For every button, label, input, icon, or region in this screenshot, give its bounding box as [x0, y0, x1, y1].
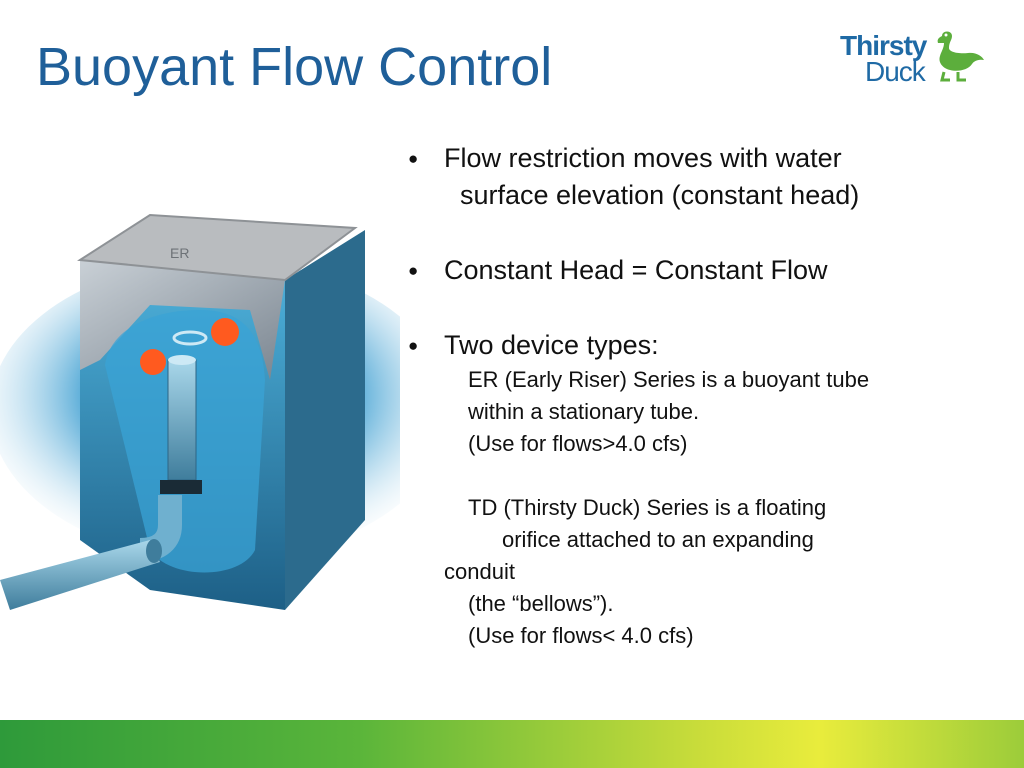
catch-basin-svg: ER [0, 213, 450, 610]
bullet-text: Two device types: [444, 330, 659, 360]
sub-text: conduit [444, 559, 515, 584]
sub-text: within a stationary tube. [468, 399, 700, 424]
bullet-text: Constant Head = Constant Flow [444, 255, 828, 285]
sub-item-er: ER (Early Riser) Series is a buoyant tub… [404, 364, 1004, 460]
bullet-item: ● Constant Head = Constant Flow [404, 252, 1004, 289]
sub-text: ER (Early Riser) Series is a buoyant tub… [468, 367, 870, 392]
footer-gradient-bar [0, 720, 1024, 768]
bullet-item: ● Flow restriction moves with water surf… [404, 140, 1004, 214]
bullet-text: Flow restriction moves with water [444, 143, 842, 173]
bullet-dot-icon: ● [408, 261, 419, 280]
sub-item-td: TD (Thirsty Duck) Series is a floating [404, 492, 1004, 524]
slide-content: ● Flow restriction moves with water surf… [404, 140, 1004, 652]
duck-icon [937, 31, 984, 82]
sub-item-td-continued: (the “bellows”). (Use for flows< 4.0 cfs… [404, 588, 1004, 652]
sub-text: TD (Thirsty Duck) Series is a floating [468, 495, 827, 520]
sub-text: orifice attached to an expanding [502, 527, 814, 552]
bullet-text-continued: surface elevation (constant head) [460, 180, 860, 210]
sub-item-td-continued: conduit [404, 556, 1004, 588]
thirsty-duck-logo: Thirsty Duck [838, 26, 988, 87]
sub-text: (Use for flows>4.0 cfs) [468, 431, 688, 456]
bullet-dot-icon: ● [408, 336, 419, 355]
lid-label: ER [170, 245, 189, 261]
sub-text: (the “bellows”). [468, 591, 614, 616]
bullet-item: ● Two device types: [404, 327, 1004, 364]
bullet-dot-icon: ● [408, 149, 419, 168]
catch-basin-cutaway-illustration: ER [0, 210, 450, 630]
logo-text-duck: Duck [865, 56, 926, 87]
slide-title: Buoyant Flow Control [36, 37, 553, 97]
sub-item-td-continued: orifice attached to an expanding [404, 524, 1004, 556]
sub-text: (Use for flows< 4.0 cfs) [468, 623, 694, 648]
logo-text-thirsty: Thirsty [840, 30, 927, 61]
